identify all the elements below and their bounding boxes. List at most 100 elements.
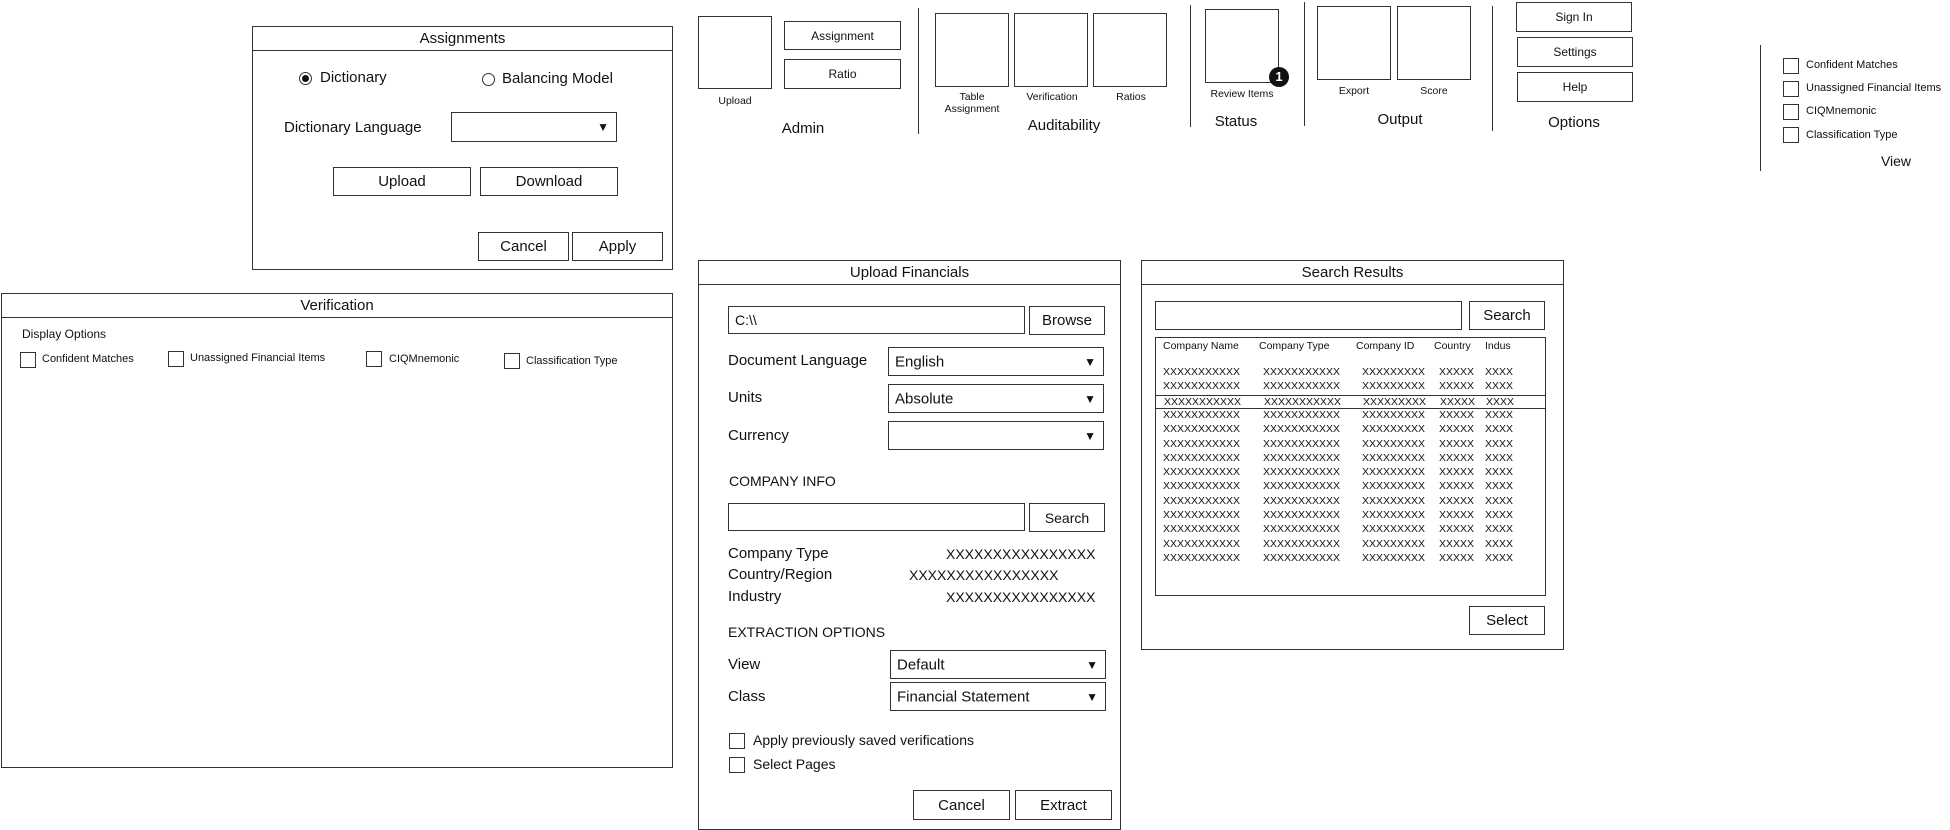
browse-button[interactable]: Browse (1029, 306, 1105, 335)
table-assignment-tile-button[interactable] (935, 13, 1009, 87)
assignments-apply-button[interactable]: Apply (572, 232, 663, 261)
ratio-button[interactable]: Ratio (784, 59, 901, 89)
table-cell: XXXXXXXXXXX (1163, 423, 1241, 436)
upload-button[interactable]: Upload (333, 167, 471, 196)
checkbox-ciqmnemonic[interactable] (366, 351, 382, 367)
results-search-input[interactable] (1155, 301, 1462, 330)
class-select[interactable]: Financial Statement ▼ (890, 682, 1106, 711)
checkbox-unassigned-items[interactable] (168, 351, 184, 367)
view-classification-type-checkbox[interactable] (1783, 127, 1799, 143)
settings-button[interactable]: Settings (1517, 37, 1633, 67)
extract-button[interactable]: Extract (1015, 790, 1112, 820)
triangle-down-icon: ▼ (1086, 657, 1098, 672)
triangle-down-icon: ▼ (597, 120, 609, 134)
country-region-label: Country/Region (728, 566, 833, 583)
table-cell: XXXX (1485, 509, 1514, 521)
view-label: View (728, 656, 761, 673)
document-language-select[interactable]: English ▼ (888, 347, 1104, 376)
view-divider (1760, 45, 1761, 171)
table-cell: XXXXXXXXXXX (1263, 509, 1341, 521)
table-cell: XXXX (1485, 551, 1514, 564)
table-cell: XXXXXXXXX (1362, 423, 1426, 436)
radio-dictionary[interactable] (299, 72, 312, 85)
table-cell: XXXXXXXXXXX (1163, 437, 1241, 450)
score-tile-button[interactable] (1397, 6, 1471, 80)
view-ciqmnemonic-checkbox[interactable] (1783, 104, 1799, 120)
options-group-label: Options (1548, 114, 1600, 131)
search-results-title: Search Results (1142, 261, 1563, 285)
table-cell: XXXXXXXXX (1362, 366, 1426, 378)
export-tile-button[interactable] (1317, 6, 1391, 80)
checkbox-confident-matches[interactable] (20, 352, 36, 368)
dictionary-language-select[interactable]: ▼ (451, 112, 617, 142)
table-cell: XXXXX (1439, 523, 1475, 536)
triangle-down-icon: ▼ (1084, 354, 1096, 369)
help-button[interactable]: Help (1517, 72, 1633, 102)
table-cell: XXXXXXXXXXX (1263, 366, 1341, 378)
view-unassigned-items-checkbox[interactable] (1783, 81, 1799, 97)
units-select[interactable]: Absolute ▼ (888, 384, 1104, 413)
file-path-input[interactable] (728, 306, 1025, 334)
table-cell: XXXXXXXXX (1362, 451, 1426, 464)
currency-select[interactable]: ▼ (888, 421, 1104, 450)
checkbox-classification-type-label: Classification Type (526, 355, 618, 367)
view-confident-matches-label: Confident Matches (1806, 59, 1898, 71)
checkbox-classification-type[interactable] (504, 353, 520, 369)
results-search-button[interactable]: Search (1469, 301, 1545, 330)
table-cell: XXXXXXXXXXX (1163, 494, 1241, 507)
view-confident-matches-checkbox[interactable] (1783, 58, 1799, 74)
company-search-button[interactable]: Search (1029, 503, 1105, 532)
table-cell: XXXXXXXXX (1362, 466, 1426, 479)
view-group-label: View (1880, 153, 1912, 169)
table-cell: XXXXXXXXXXX (1163, 537, 1241, 550)
table-cell: XXXX (1485, 523, 1514, 536)
column-header-industry: Indus (1485, 340, 1511, 352)
table-cell: XXXXXXXXXXX (1163, 366, 1241, 378)
table-cell: XXXXX (1439, 451, 1475, 464)
table-cell: XXXX (1485, 466, 1514, 479)
ribbon-divider (1190, 5, 1191, 127)
apply-saved-verifications-checkbox[interactable] (729, 733, 745, 749)
assignment-button[interactable]: Assignment (784, 21, 901, 50)
ribbon-divider (918, 8, 919, 134)
sign-in-button[interactable]: Sign In (1516, 2, 1632, 32)
assignments-title: Assignments (253, 27, 672, 51)
upload-tile-button[interactable] (698, 16, 772, 89)
table-cell: XXXXXXXXXXX (1263, 437, 1341, 450)
radio-balancing-model[interactable] (482, 73, 495, 86)
table-cell: XXXXXXXXXXX (1163, 480, 1241, 493)
table-cell: XXXXXXXXXXX (1163, 408, 1241, 421)
upload-cancel-button[interactable]: Cancel (913, 790, 1010, 820)
verification-tile-button[interactable] (1014, 13, 1088, 87)
view-classification-type-label: Classification Type (1806, 129, 1898, 141)
select-pages-checkbox[interactable] (729, 757, 745, 773)
table-cell: XXXX (1485, 408, 1514, 421)
table-cell: XXXXX (1440, 395, 1476, 408)
view-unassigned-items-label: Unassigned Financial Items (1806, 82, 1942, 94)
review-items-tile-button[interactable] (1205, 9, 1279, 83)
ratios-tile-button[interactable] (1093, 13, 1167, 87)
select-button[interactable]: Select (1469, 606, 1545, 635)
view-select[interactable]: Default ▼ (890, 650, 1106, 679)
company-search-input[interactable] (728, 503, 1025, 531)
checkbox-confident-matches-label: Confident Matches (42, 353, 134, 365)
table-cell: XXXXXXXXXXX (1264, 395, 1342, 408)
download-button[interactable]: Download (480, 167, 618, 196)
assignments-cancel-button[interactable]: Cancel (478, 232, 569, 261)
table-cell: XXXXXXXXXXX (1263, 451, 1341, 464)
checkbox-unassigned-items-label: Unassigned Financial Items (190, 352, 326, 364)
